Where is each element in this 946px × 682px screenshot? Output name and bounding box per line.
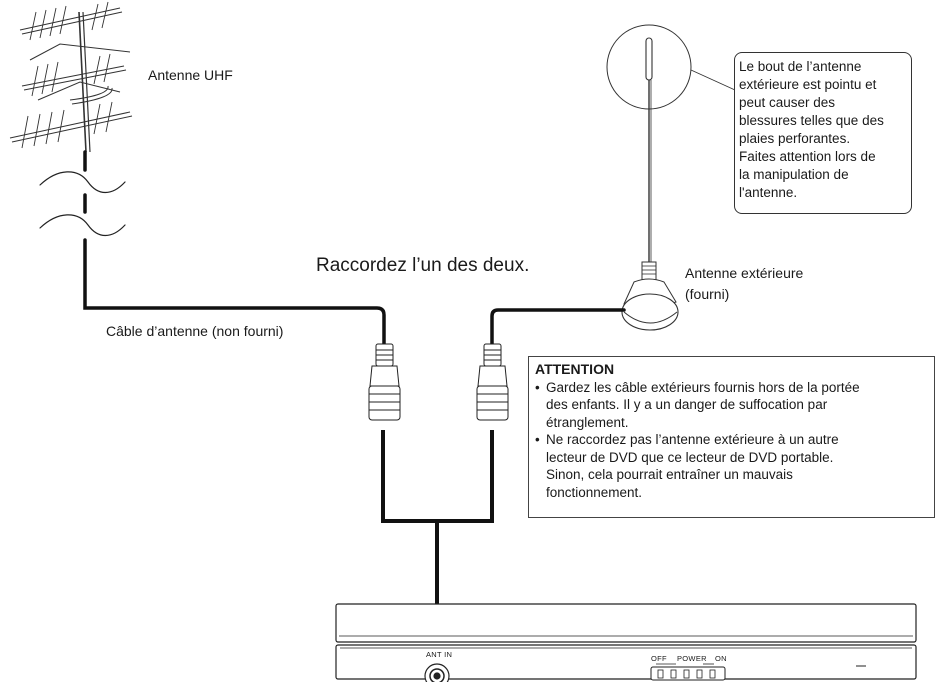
connector-plug-icon xyxy=(368,343,401,421)
connect-one-label: Raccordez l’un des deux. xyxy=(316,255,530,276)
attention-line: étranglement. xyxy=(546,414,629,430)
on-label: ON xyxy=(715,654,727,663)
note-line: blessures telles que des xyxy=(739,113,884,128)
attention-line: Ne raccordez pas l’antenne extérieure à … xyxy=(546,432,839,447)
power-label: POWER xyxy=(677,654,707,663)
dvd-player-icon xyxy=(335,603,917,682)
attention-line: Sinon, cela pourrait entraîner un mauvai… xyxy=(546,467,793,482)
note-line: la manipulation de xyxy=(739,167,849,182)
antenna-tip-warning-note: Le bout de l’antenne extérieure est poin… xyxy=(734,52,912,214)
attention-title: ATTENTION xyxy=(535,361,615,377)
attention-line: Gardez les câble extérieurs fournis hors… xyxy=(546,379,860,395)
attention-box: ATTENTION Gardez les câble extérieurs fo… xyxy=(528,356,935,518)
attention-line: lecteur de DVD que ce lecteur de DVD por… xyxy=(546,449,834,465)
antenna-cable xyxy=(39,150,386,347)
attention-line: fonctionnement. xyxy=(546,484,643,500)
outdoor-antenna-icon xyxy=(606,24,736,331)
note-line: extérieure est pointu et xyxy=(739,77,877,92)
connector-plug-icon xyxy=(476,343,509,421)
note-line: peut causer des xyxy=(739,95,836,110)
attention-item: Gardez les câble extérieurs fournis hors… xyxy=(535,379,928,432)
ant-in-label: ANT IN xyxy=(426,650,453,659)
attention-line: des enfants. Il y a un danger de suffoca… xyxy=(546,397,828,412)
uhf-antenna-icon xyxy=(9,1,133,153)
note-line: Le bout de l’antenne xyxy=(739,59,862,74)
uhf-antenna-label: Antenne UHF xyxy=(148,67,233,83)
cable-label: Câble d’antenne (non fourni) xyxy=(106,323,284,339)
outdoor-antenna-label: Antenne extérieure xyxy=(685,265,804,281)
note-line: Faites attention lors de xyxy=(739,149,876,164)
note-line: plaies perforantes. xyxy=(739,131,851,146)
attention-item: Ne raccordez pas l’antenne extérieure à … xyxy=(535,431,928,501)
note-line: l'antenne. xyxy=(739,185,798,200)
outdoor-antenna-cable xyxy=(490,308,626,347)
off-label: OFF xyxy=(651,654,667,663)
outdoor-antenna-supplied-label: (fourni) xyxy=(685,286,730,302)
